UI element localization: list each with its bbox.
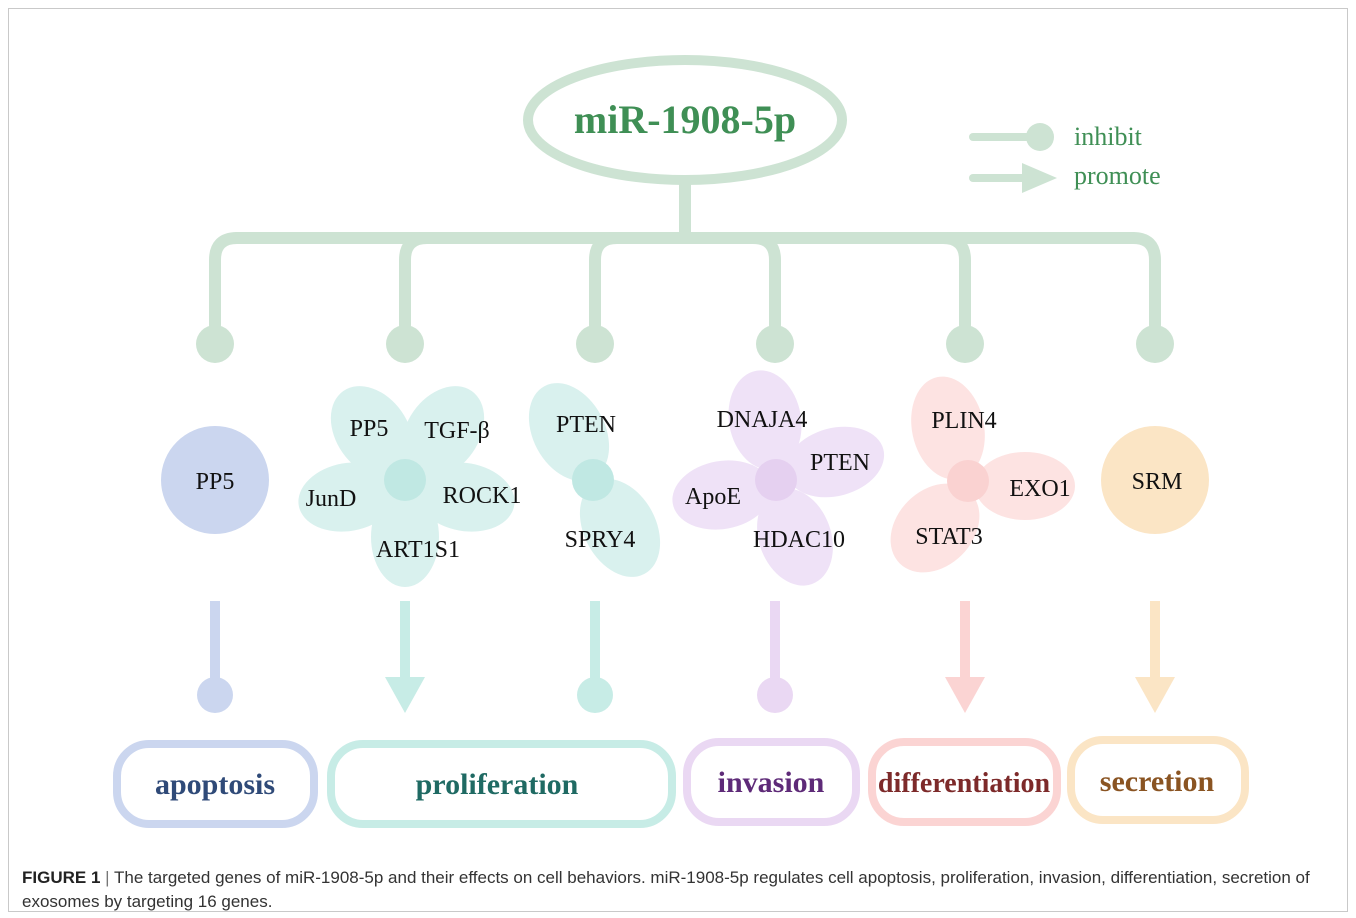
flower-center [572, 459, 614, 501]
gene-label: ApoE [685, 484, 741, 510]
gene-node [161, 426, 269, 534]
invasion-inhibit-head [757, 677, 793, 713]
gene-label: ART1S1 [376, 537, 460, 563]
outcome-boxes: apoptosis proliferation invasion differe… [113, 736, 1249, 828]
flower-center [384, 459, 426, 501]
petal [415, 462, 515, 532]
regulation-diagram: miR-1908-5p inhibit promote PP5 [113, 55, 1249, 828]
petal [298, 462, 398, 532]
petal [330, 386, 414, 478]
petal [579, 479, 661, 577]
petal [975, 452, 1075, 520]
legend-promote-arrow-icon [1022, 163, 1057, 193]
gene-label: SPRY4 [565, 527, 636, 553]
gene-label: JunD [306, 486, 357, 512]
caption-text: The targeted genes of miR-1908-5p and th… [22, 868, 1310, 911]
outcome-box-apoptosis [113, 740, 318, 828]
inhibit-head [196, 325, 234, 363]
gene-cluster-invasion: DNAJA4 PTEN HDAC10 ApoE [672, 370, 885, 586]
flower-center [755, 459, 797, 501]
branch-4 [937, 232, 971, 331]
root-label: miR-1908-5p [574, 97, 796, 142]
branch-inhibit-heads [196, 325, 1174, 363]
petal [672, 460, 772, 530]
branch-tree [209, 176, 1161, 331]
caption-separator: | [105, 868, 110, 887]
inhibit-head [756, 325, 794, 363]
branch-2 [399, 232, 433, 331]
proliferation-promote-arrow [385, 677, 425, 713]
flower-center [947, 460, 989, 502]
gene-label: HDAC10 [753, 527, 845, 553]
gene-cluster-differentiation: PLIN4 EXO1 STAT3 [890, 376, 1075, 573]
legend: inhibit promote [969, 122, 1161, 193]
outcome-label-proliferation: proliferation [416, 768, 579, 801]
gene-label: STAT3 [915, 524, 982, 550]
apoptosis-inhibit-head [197, 677, 233, 713]
branch-3b [747, 232, 781, 331]
branch-5 [1127, 232, 1161, 331]
outcome-label-apoptosis: apoptosis [155, 768, 275, 801]
outcome-box-proliferation [327, 740, 676, 828]
inhibit-head [386, 325, 424, 363]
legend-promote-label: promote [1074, 161, 1161, 190]
gene-label: SRM [1132, 469, 1183, 495]
inhibit-head [576, 325, 614, 363]
gene-node [1101, 426, 1209, 534]
gene-label: PP5 [196, 469, 235, 495]
petal [890, 483, 980, 573]
outcome-box-differentiation [868, 738, 1061, 826]
outcome-label-differentiation: differentiation [878, 768, 1051, 799]
gene-cluster-proliferation-2: PTEN SPRY4 [528, 383, 661, 577]
petal [401, 386, 485, 478]
inhibit-head [1136, 325, 1174, 363]
petal [757, 488, 833, 586]
figure-frame [8, 8, 1348, 912]
gene-label: ROCK1 [443, 483, 522, 509]
outcome-label-invasion: invasion [718, 766, 825, 799]
gene-label: EXO1 [1009, 476, 1070, 502]
gene-label: PP5 [350, 416, 389, 442]
gene-cluster-apoptosis: PP5 [161, 426, 269, 534]
inhibit-head [946, 325, 984, 363]
proliferation-2-inhibit-head [577, 677, 613, 713]
petal [911, 376, 985, 480]
legend-inhibit-label: inhibit [1074, 122, 1143, 151]
legend-inhibit-icon [1026, 123, 1054, 151]
outcome-box-secretion [1067, 736, 1249, 824]
gene-label: PLIN4 [931, 408, 996, 434]
gene-label: TGF-β [424, 418, 490, 444]
gene-cluster-secretion: SRM [1101, 426, 1209, 534]
gene-label: DNAJA4 [717, 407, 808, 433]
gene-label: PTEN [556, 412, 616, 438]
gene-cluster-proliferation: PP5 TGF-β ROCK1 ART1S1 JunD [298, 386, 522, 587]
caption-label: FIGURE 1 [22, 868, 101, 887]
petal [785, 426, 885, 498]
gene-label: PTEN [810, 450, 870, 476]
branch-1 [209, 232, 243, 331]
outcome-label-secretion: secretion [1100, 765, 1215, 798]
differentiation-promote-arrow [945, 677, 985, 713]
effect-connectors [197, 601, 1175, 713]
secretion-promote-arrow [1135, 677, 1175, 713]
outcome-box-invasion [683, 738, 860, 826]
branch-3 [589, 232, 623, 331]
petal [728, 370, 802, 470]
figure-caption: FIGURE 1 | The targeted genes of miR-190… [22, 866, 1322, 914]
petal [528, 383, 610, 481]
